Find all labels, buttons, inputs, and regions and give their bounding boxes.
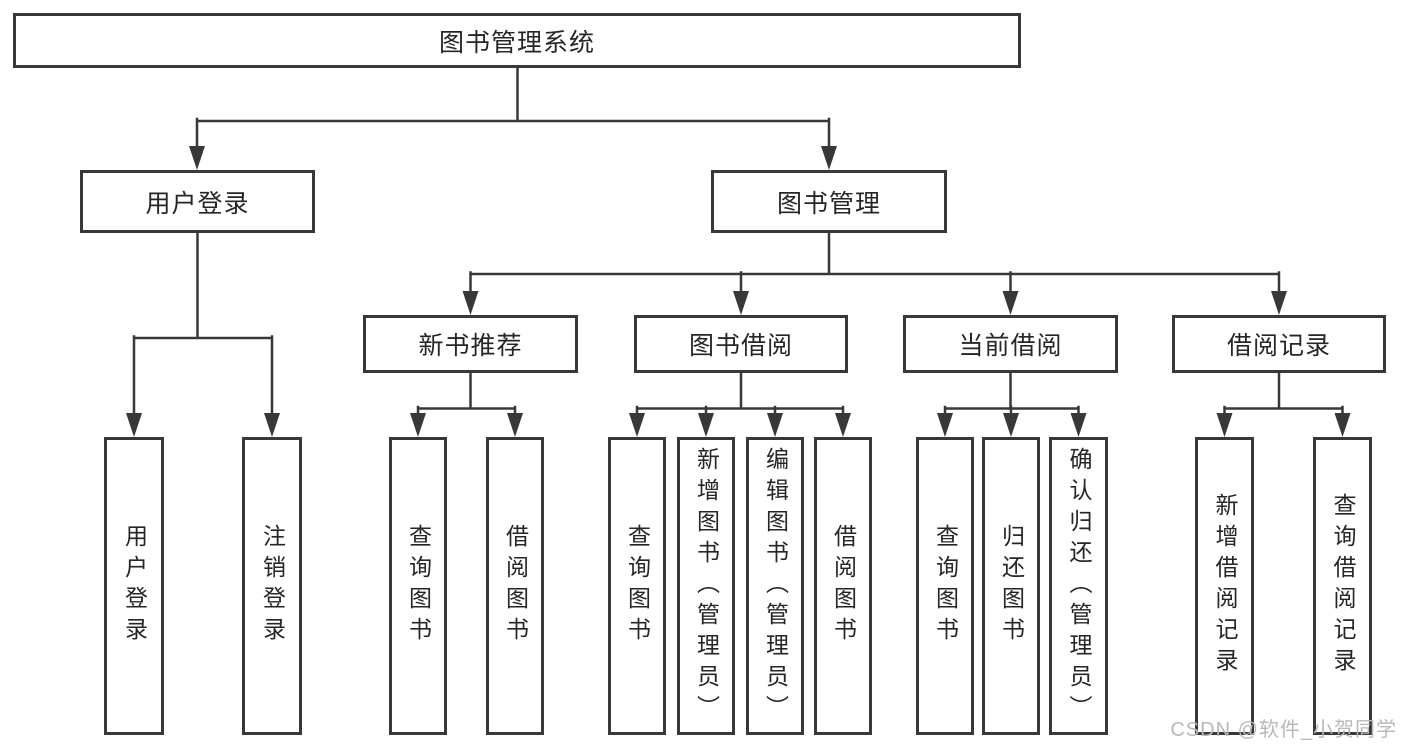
node-label: 图书管理 <box>776 189 881 218</box>
leaf-query-books: 查询图书 <box>916 437 974 735</box>
leaf-user-login: 用户登录 <box>104 437 164 735</box>
node-library-management-system: 图书管理系统 <box>13 13 1021 68</box>
leaf-query-books: 查询图书 <box>608 437 666 735</box>
node-label: 注销登录 <box>259 524 286 648</box>
node-label: 当前借阅 <box>958 332 1063 360</box>
node-label: 查询图书 <box>932 524 959 648</box>
node-book-borrowing: 图书借阅 <box>634 315 848 373</box>
leaf-logout: 注销登录 <box>242 437 302 735</box>
leaf-borrow-books: 借阅图书 <box>486 437 544 735</box>
node-label: 查询图书 <box>624 524 651 648</box>
node-label: 图书管理系统 <box>438 28 595 57</box>
node-label: 借阅记录 <box>1226 332 1331 360</box>
node-label: 查询图书 <box>405 524 432 648</box>
node-label: 新增借阅记录 <box>1212 493 1238 679</box>
node-label: 新增图书（管理员） <box>693 446 720 726</box>
node-borrowing-records: 借阅记录 <box>1172 315 1386 373</box>
leaf-edit-books-admin: 编辑图书（管理员） <box>746 437 804 735</box>
node-current-borrowing: 当前借阅 <box>903 315 1118 373</box>
node-label: 确认归还（管理员） <box>1066 446 1092 726</box>
leaf-confirm-return-admin: 确认归还（管理员） <box>1049 437 1108 735</box>
node-user-login: 用户登录 <box>80 170 315 233</box>
csdn-watermark: CSDN @软件_小贺同学 <box>1170 719 1397 741</box>
node-new-book-recommendation: 新书推荐 <box>363 315 578 373</box>
leaf-return-books: 归还图书 <box>982 437 1040 735</box>
node-label: 查询借阅记录 <box>1330 493 1356 679</box>
leaf-add-books-admin: 新增图书（管理员） <box>677 437 735 735</box>
node-book-management: 图书管理 <box>711 170 947 233</box>
node-label: 图书借阅 <box>688 332 793 360</box>
leaf-borrow-books: 借阅图书 <box>814 437 872 735</box>
node-label: 编辑图书（管理员） <box>762 446 789 726</box>
node-label: 新书推荐 <box>418 332 523 360</box>
node-label: 归还图书 <box>998 524 1025 648</box>
leaf-query-borrow-record: 查询借阅记录 <box>1313 437 1372 735</box>
node-label: 用户登录 <box>121 524 148 648</box>
node-label: 借阅图书 <box>502 524 529 648</box>
leaf-query-books: 查询图书 <box>389 437 447 735</box>
node-label: 借阅图书 <box>830 524 857 648</box>
leaf-add-borrow-record: 新增借阅记录 <box>1195 437 1254 735</box>
node-label: 用户登录 <box>145 189 250 218</box>
